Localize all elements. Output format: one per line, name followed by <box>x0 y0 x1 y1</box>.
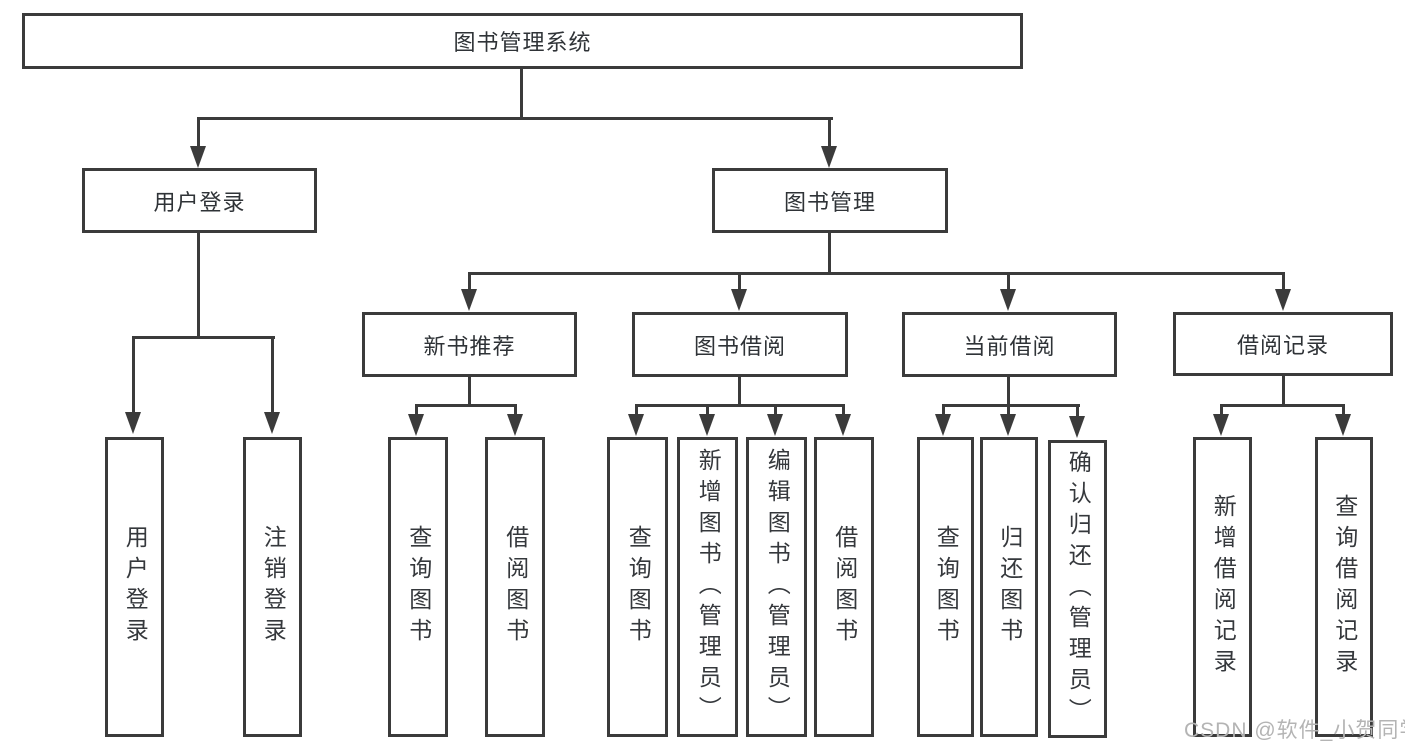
connector-current-borrow-bus <box>943 404 1080 407</box>
node-root-label: 图书管理系统 <box>453 30 592 55</box>
node-borrow-record: 借阅记录 <box>1173 312 1393 376</box>
connector-drop-cb-return <box>1007 404 1010 416</box>
node-current-borrow: 当前借阅 <box>902 312 1117 377</box>
leaf-newbook-borrow-books-label: 借阅图书 <box>502 525 529 649</box>
leaf-currentborrow-confirm-return-admin-label: 确认归还（管理员） <box>1065 449 1092 729</box>
node-borrow-record-label: 借阅记录 <box>1236 333 1329 358</box>
leaf-record-add-borrow-record-label: 新增借阅记录 <box>1210 494 1237 680</box>
arrowhead-borrow-record <box>1275 289 1291 311</box>
connector-root-stem <box>520 68 523 118</box>
leaf-newbook-query-books-label: 查询图书 <box>405 525 432 649</box>
connector-drop-book-mgmt <box>828 117 831 150</box>
node-book-mgmt: 图书管理 <box>712 168 948 233</box>
arrowhead-cb-query <box>935 414 951 436</box>
arrowhead-nb-borrow <box>507 414 523 436</box>
leaf-logout-label: 注销登录 <box>260 525 287 649</box>
connector-drop-book-borrow <box>738 272 741 292</box>
connector-book-borrow-stem <box>738 377 741 407</box>
arrowhead-br-add <box>1213 414 1229 436</box>
connector-drop-current-borrow <box>1007 272 1010 292</box>
connector-new-book-stem <box>468 377 471 407</box>
arrowhead-cb-confirm <box>1069 416 1085 438</box>
leaf-record-query-borrow-record: 查询借阅记录 <box>1315 437 1373 737</box>
connector-new-book-bus <box>416 404 517 407</box>
leaf-bookborrow-query-books-label: 查询图书 <box>625 525 652 649</box>
leaf-bookborrow-borrow-books-label: 借阅图书 <box>831 525 858 649</box>
connector-borrow-record-stem <box>1282 376 1285 407</box>
arrowhead-nb-query <box>408 414 424 436</box>
connector-user-login-stem <box>197 233 200 339</box>
node-book-mgmt-label: 图书管理 <box>783 189 876 215</box>
connector-user-login-bus <box>133 336 275 339</box>
leaf-currentborrow-query-books-label: 查询图书 <box>933 525 960 649</box>
connector-drop-user-login <box>197 117 200 150</box>
arrowhead-cb-return <box>1000 414 1016 436</box>
connector-drop-bb-query <box>635 404 638 416</box>
connector-drop-borrow-record <box>1282 272 1285 292</box>
leaf-currentborrow-confirm-return-admin: 确认归还（管理员） <box>1048 440 1107 738</box>
leaf-logout: 注销登录 <box>243 437 302 737</box>
leaf-bookborrow-query-books: 查询图书 <box>607 437 668 737</box>
arrowhead-leaf-user-login <box>125 412 141 434</box>
leaf-bookborrow-edit-books-admin: 编辑图书（管理员） <box>746 437 807 737</box>
node-current-borrow-label: 当前借阅 <box>963 333 1056 359</box>
connector-book-borrow-bus <box>636 404 845 407</box>
node-book-borrow-label: 图书借阅 <box>693 333 786 359</box>
arrowhead-bb-add <box>699 414 715 436</box>
arrowhead-user-login <box>190 146 206 168</box>
connector-root-bus <box>198 117 833 120</box>
arrowhead-bb-edit <box>767 414 783 436</box>
leaf-bookborrow-add-books-admin: 新增图书（管理员） <box>677 437 738 737</box>
node-user-login-label: 用户登录 <box>153 189 246 215</box>
node-new-book: 新书推荐 <box>362 312 577 377</box>
connector-drop-br-query <box>1342 404 1345 416</box>
connector-drop-cb-confirm <box>1076 404 1079 416</box>
csdn-watermark: CSDN @软件_小贺同学 <box>1184 719 1405 742</box>
arrowhead-leaf-logout <box>264 412 280 434</box>
arrowhead-bb-borrow <box>835 414 851 436</box>
arrowhead-br-query <box>1335 414 1351 436</box>
arrowhead-bb-query <box>628 414 644 436</box>
connector-current-borrow-stem <box>1007 377 1010 407</box>
connector-drop-br-add <box>1220 404 1223 416</box>
leaf-bookborrow-borrow-books: 借阅图书 <box>814 437 874 737</box>
connector-book-mgmt-bus <box>469 272 1285 275</box>
leaf-user-login: 用户登录 <box>105 437 164 737</box>
connector-drop-bb-edit <box>774 404 777 416</box>
leaf-record-add-borrow-record: 新增借阅记录 <box>1193 437 1252 737</box>
leaf-user-login-label: 用户登录 <box>122 525 149 649</box>
connector-drop-bb-add <box>706 404 709 416</box>
arrowhead-current-borrow <box>1000 289 1016 311</box>
arrowhead-new-book <box>461 289 477 311</box>
leaf-bookborrow-edit-books-admin-label: 编辑图书（管理员） <box>764 447 791 727</box>
connector-drop-new-book <box>468 272 471 292</box>
connector-borrow-record-bus <box>1221 404 1345 407</box>
connector-drop-leaf-logout <box>271 336 274 416</box>
connector-drop-bb-borrow <box>842 404 845 416</box>
connector-book-mgmt-stem <box>828 233 831 275</box>
connector-drop-cb-query <box>942 404 945 416</box>
arrowhead-book-borrow <box>731 289 747 311</box>
connector-drop-leaf-user-login <box>132 336 135 416</box>
node-user-login: 用户登录 <box>82 168 317 233</box>
connector-drop-nb-query <box>415 404 418 416</box>
connector-drop-nb-borrow <box>514 404 517 416</box>
leaf-record-query-borrow-record-label: 查询借阅记录 <box>1331 494 1358 680</box>
leaf-newbook-query-books: 查询图书 <box>388 437 448 737</box>
leaf-currentborrow-return-books: 归还图书 <box>980 437 1038 737</box>
node-book-borrow: 图书借阅 <box>632 312 848 377</box>
node-new-book-label: 新书推荐 <box>423 333 516 359</box>
leaf-currentborrow-query-books: 查询图书 <box>917 437 974 737</box>
leaf-bookborrow-add-books-admin-label: 新增图书（管理员） <box>695 447 722 727</box>
leaf-newbook-borrow-books: 借阅图书 <box>485 437 545 737</box>
node-root: 图书管理系统 <box>22 13 1023 69</box>
leaf-currentborrow-return-books-label: 归还图书 <box>996 525 1023 649</box>
arrowhead-book-mgmt <box>821 146 837 168</box>
